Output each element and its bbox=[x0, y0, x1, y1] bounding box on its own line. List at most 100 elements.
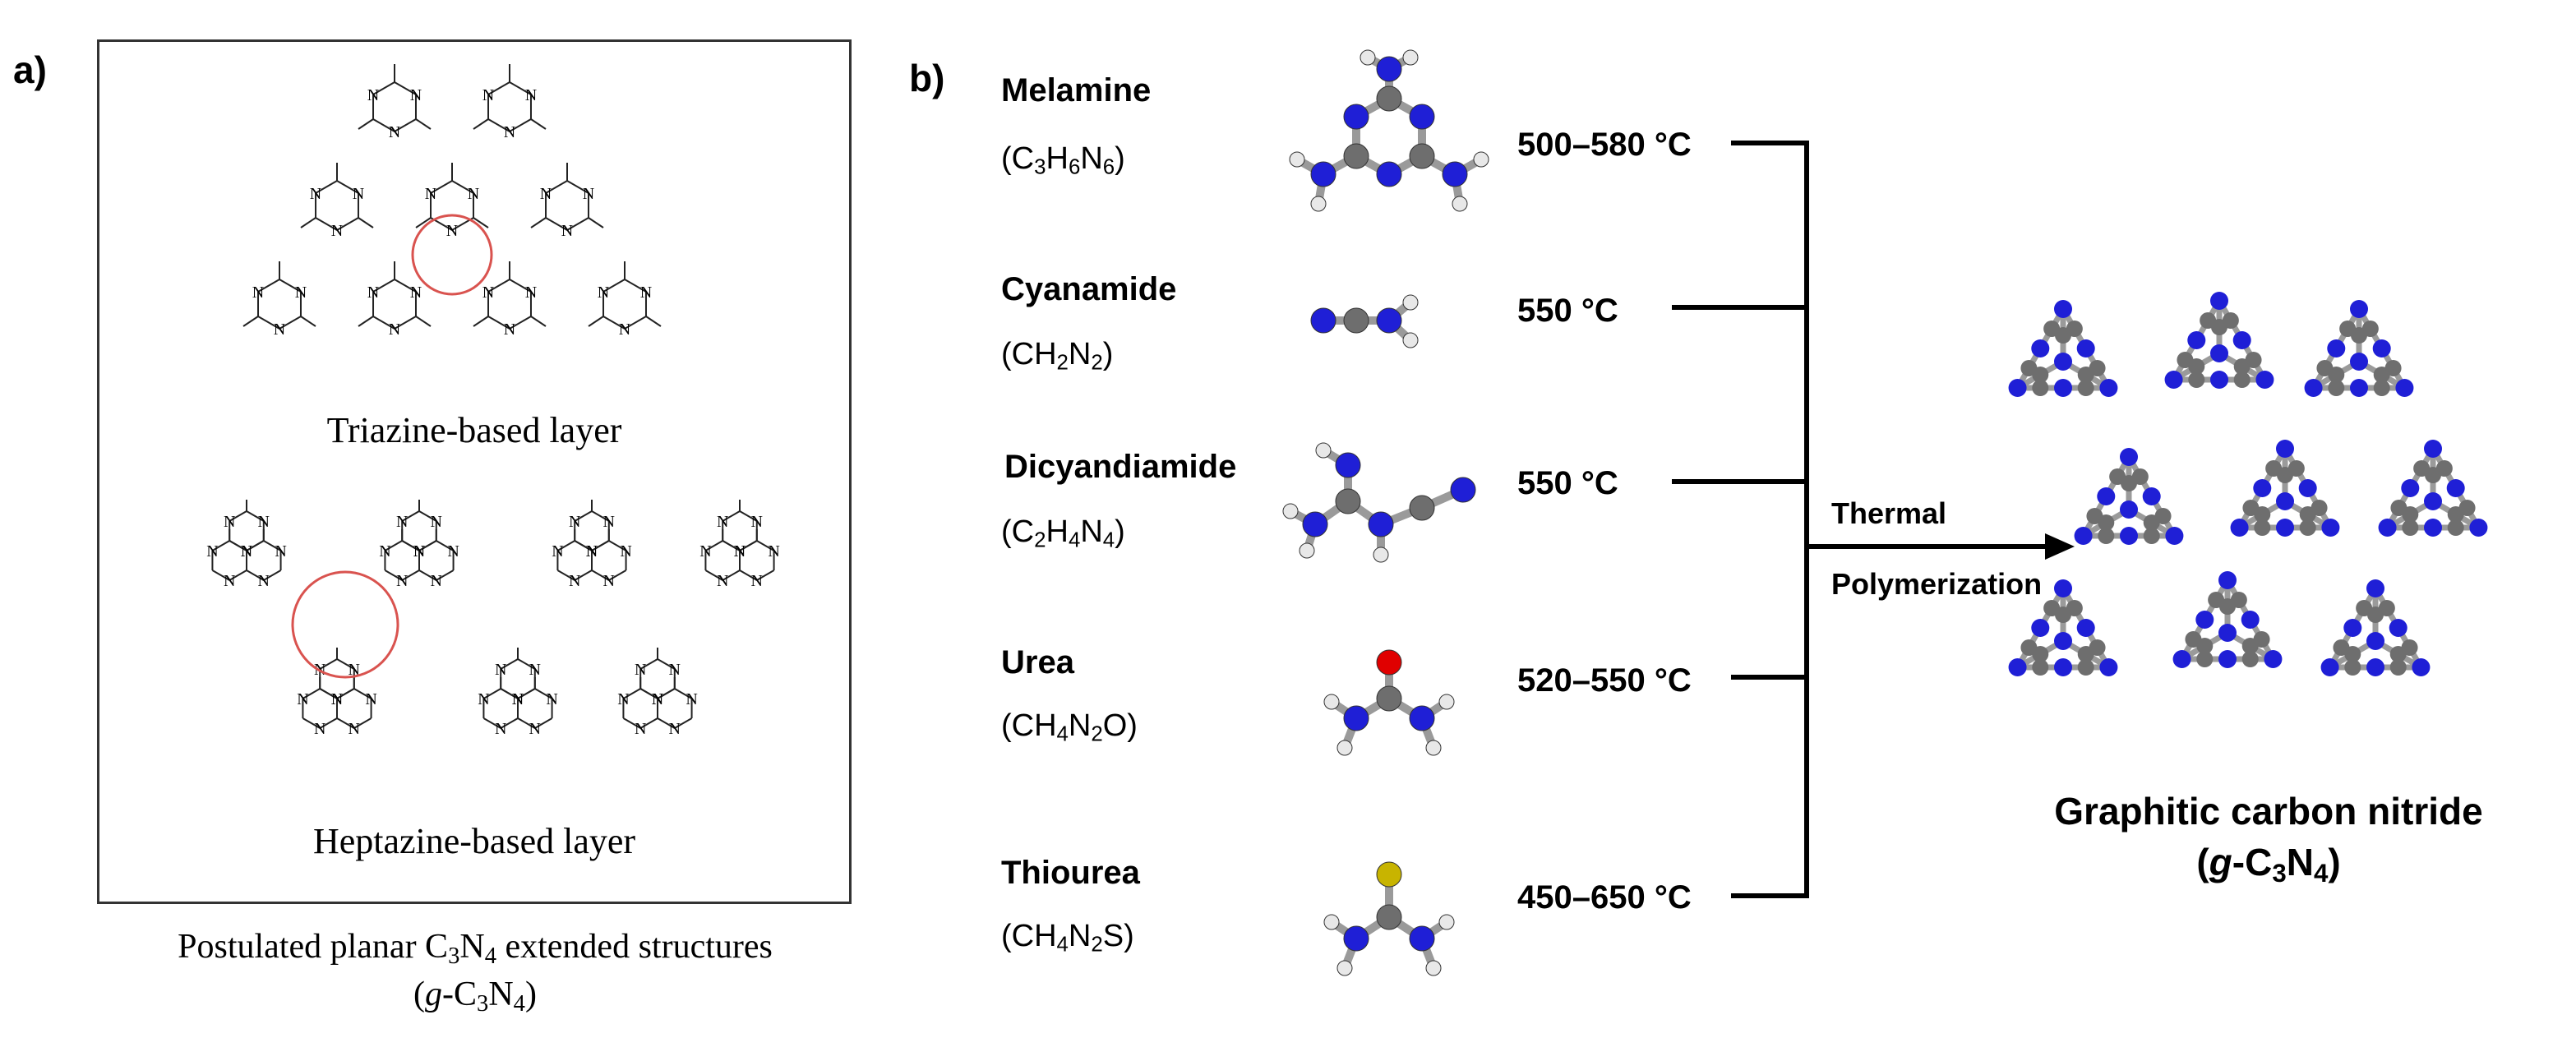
nitrogen-atom bbox=[2218, 571, 2237, 589]
ring-bond bbox=[739, 540, 758, 551]
ring-bond bbox=[534, 717, 553, 729]
ring-nitrogen-label: N bbox=[669, 720, 681, 738]
ring-nitrogen-label: N bbox=[669, 661, 681, 679]
bridge-bond bbox=[530, 217, 547, 228]
precursor-molecules bbox=[1282, 49, 1489, 976]
temp-melamine: 500–580 °C bbox=[1517, 127, 1692, 164]
ring-nitrogen-label: N bbox=[468, 185, 479, 203]
caption-sub: 4 bbox=[484, 943, 496, 970]
ring-bond bbox=[657, 717, 676, 729]
formula-text: S) bbox=[1102, 919, 1134, 953]
ring-nitrogen-label: N bbox=[504, 321, 515, 339]
ring-nitrogen-label: N bbox=[353, 185, 364, 203]
temp-unit: °C bbox=[1581, 465, 1618, 501]
nitrogen-atom bbox=[2424, 492, 2442, 510]
ring-bond bbox=[302, 717, 321, 729]
carbon-atom bbox=[2339, 321, 2357, 337]
molecule-urea bbox=[1323, 649, 1455, 756]
nitrogen-atom bbox=[2412, 658, 2431, 676]
product-sub: 4 bbox=[2313, 858, 2329, 888]
temp-dicyandiamide: 550 °C bbox=[1517, 465, 1618, 502]
ring-bond bbox=[257, 316, 280, 330]
arrow-label-thermal: Thermal bbox=[1831, 496, 1947, 530]
precursor-formula-urea: (CH4N2O) bbox=[1001, 708, 1138, 746]
ring-bond bbox=[319, 688, 338, 699]
bridge-bond bbox=[415, 316, 432, 327]
ring-nitrogen-label: N bbox=[413, 542, 425, 560]
caption-text: Postulated planar C bbox=[178, 928, 449, 966]
ring-bond bbox=[602, 316, 626, 330]
ring-bond bbox=[418, 570, 437, 581]
nitrogen-atom bbox=[2350, 300, 2368, 318]
ring-bond bbox=[401, 510, 420, 522]
temp-value: 500–580 bbox=[1517, 127, 1655, 163]
nitrogen-atom bbox=[1343, 104, 1369, 130]
triazine-ring: NNN bbox=[540, 180, 594, 240]
triazine-ring: NNN bbox=[206, 540, 252, 590]
triazine-ring: NNN bbox=[586, 540, 632, 590]
precursor-formula-melamine: (C3H6N6) bbox=[1001, 141, 1125, 179]
formula-sub: 2 bbox=[1091, 933, 1103, 957]
ring-nitrogen-label: N bbox=[569, 572, 580, 590]
ring-nitrogen-label: N bbox=[717, 513, 728, 531]
ring-bond bbox=[384, 570, 403, 581]
nitrogen-atom bbox=[2008, 658, 2027, 676]
hydrogen-atom bbox=[1402, 49, 1419, 66]
nitrogen-atom bbox=[2241, 611, 2260, 629]
bridge-bond bbox=[358, 118, 374, 130]
formula-text: N bbox=[1068, 708, 1092, 743]
nitrogen-atom bbox=[2165, 527, 2184, 545]
nitrogen-atom bbox=[2350, 353, 2368, 371]
nitrogen-atom bbox=[2232, 331, 2251, 349]
precursor-formula-cyanamide: (CH2N2) bbox=[1001, 337, 1113, 375]
ring-nitrogen-label: N bbox=[569, 513, 580, 531]
carbon-atom bbox=[2265, 460, 2283, 477]
ring-bond bbox=[336, 658, 355, 670]
ring-nitrogen-label: N bbox=[431, 572, 442, 590]
ring-bond bbox=[401, 540, 420, 551]
temp-thiourea: 450–650 °C bbox=[1517, 879, 1692, 916]
ring-bond bbox=[487, 81, 510, 95]
hydrogen-atom bbox=[1438, 914, 1455, 930]
triazine-ring: NNN bbox=[598, 279, 652, 339]
ring-bond bbox=[279, 316, 302, 330]
nitrogen-atom bbox=[2210, 344, 2228, 362]
nitrogen-atom bbox=[1335, 452, 1361, 478]
ring-nitrogen-label: N bbox=[252, 284, 264, 302]
ring-bond bbox=[517, 658, 536, 670]
triazine-ring: NNN bbox=[331, 688, 377, 738]
ring-bond bbox=[418, 540, 437, 551]
formula-sub: 2 bbox=[1034, 528, 1046, 552]
ring-nitrogen-label: N bbox=[635, 661, 646, 679]
bridge-bond bbox=[473, 217, 489, 228]
heptazine-unit bbox=[2378, 440, 2488, 537]
ring-bond bbox=[279, 279, 302, 293]
ring-bond bbox=[384, 540, 403, 551]
ring-nitrogen-label: N bbox=[640, 284, 652, 302]
hydrogen-atom bbox=[1452, 196, 1468, 212]
nitrogen-atom bbox=[2120, 527, 2138, 545]
carbon-atom bbox=[2435, 460, 2453, 477]
carbon-atom bbox=[2245, 352, 2262, 368]
ring-bond bbox=[257, 279, 280, 293]
nitrogen-atom bbox=[2264, 650, 2283, 668]
nitrogen-atom bbox=[1310, 161, 1336, 187]
ring-bond bbox=[487, 118, 510, 132]
ring-nitrogen-label: N bbox=[617, 690, 629, 708]
nitrogen-atom bbox=[2054, 658, 2072, 676]
formula-text: N bbox=[1068, 919, 1092, 953]
precursor-name-thiourea: Thiourea bbox=[1001, 855, 1140, 891]
ring-bond bbox=[624, 316, 647, 330]
ring-bond bbox=[482, 688, 501, 699]
nitrogen-atom bbox=[2378, 519, 2397, 537]
ring-bond bbox=[509, 118, 532, 132]
carbon-atom bbox=[2401, 639, 2418, 656]
caption-text: extended structures bbox=[496, 928, 773, 966]
ring-bond bbox=[394, 81, 417, 95]
ring-bond bbox=[372, 118, 395, 132]
hydrogen-atom bbox=[1323, 914, 1340, 930]
ring-bond bbox=[336, 180, 359, 194]
ring-bond bbox=[436, 570, 455, 581]
nitrogen-atom bbox=[2210, 292, 2228, 310]
ring-nitrogen-label: N bbox=[241, 542, 252, 560]
